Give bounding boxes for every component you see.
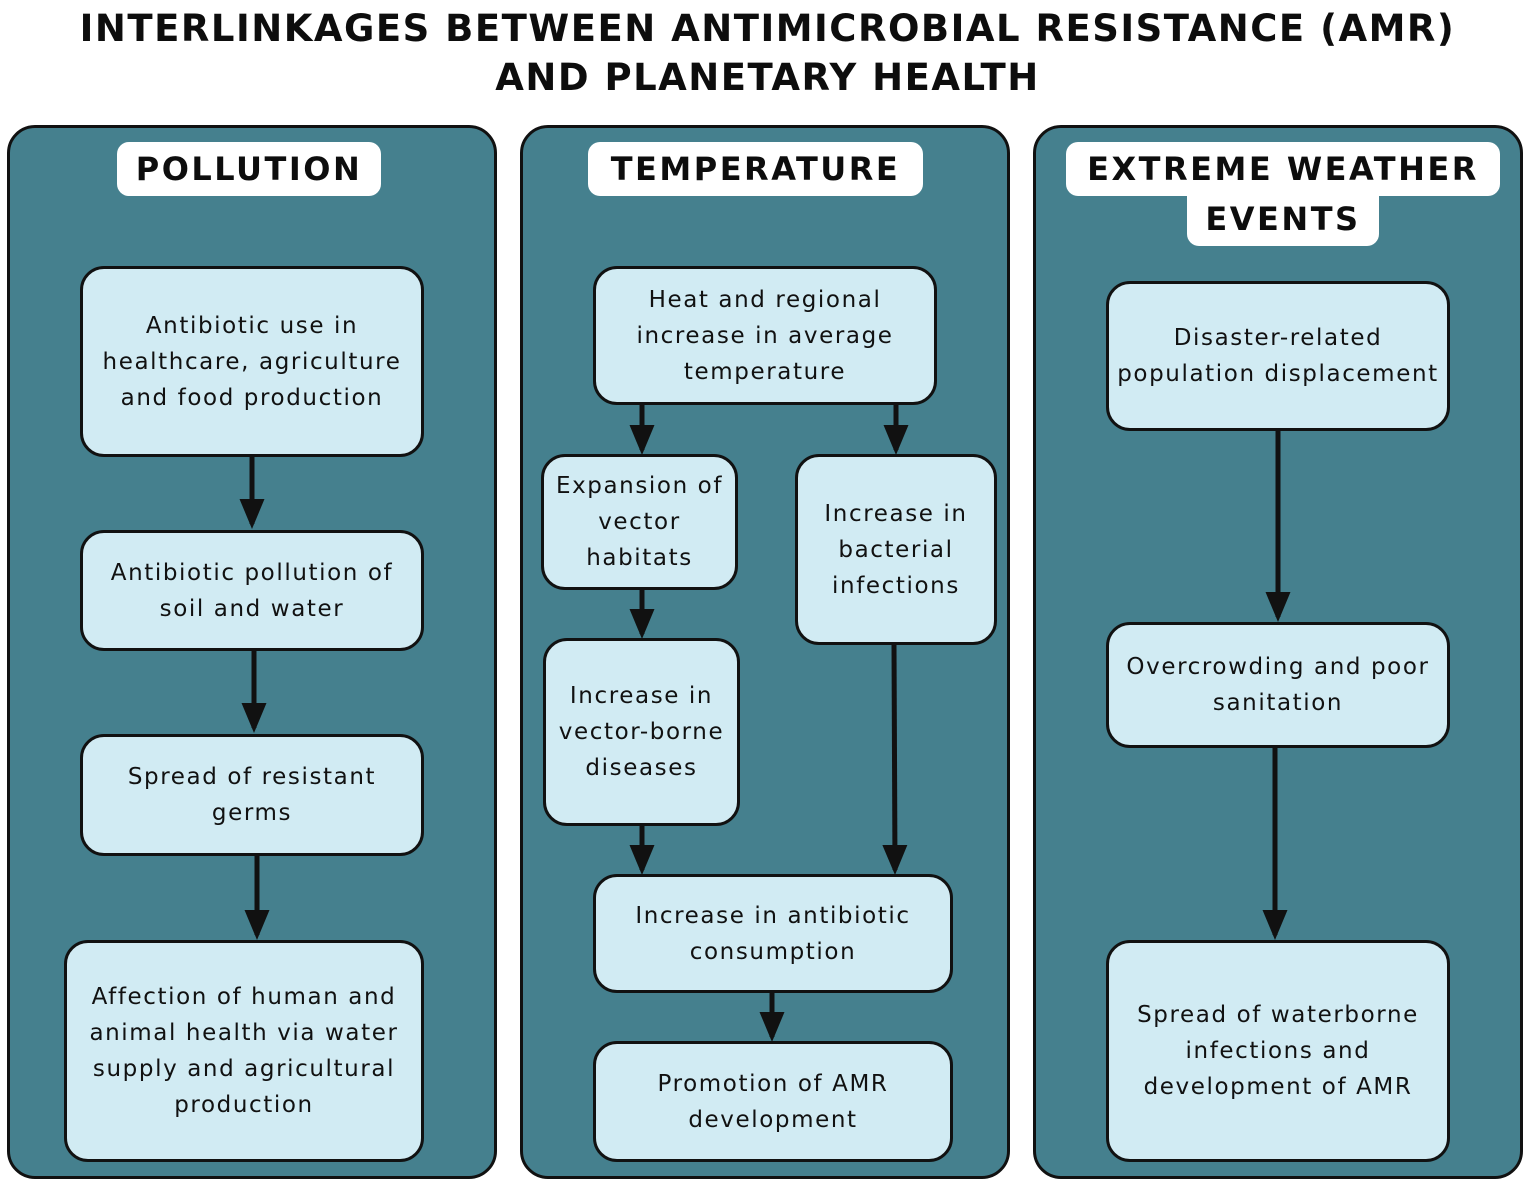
weather-box-waterborne-infections: Spread of waterborne infections and deve… (1106, 940, 1450, 1162)
extreme-weather-heading-line-1: EXTREME WEATHER (1066, 142, 1500, 196)
temperature-box-vector-habitats: Expansion of vector habitats (541, 454, 738, 590)
temperature-box-bacterial-infections: Increase in bacterial infections (795, 454, 997, 645)
extreme-weather-heading-line-2: EVENTS (1187, 188, 1379, 246)
pollution-box-antibiotic-use: Antibiotic use in healthcare, agricultur… (80, 266, 424, 457)
temperature-box-antibiotic-consumption: Increase in antibiotic consumption (593, 874, 953, 993)
arrow-temp-bacterial-to-consumption (882, 644, 908, 875)
pollution-heading: POLLUTION (117, 142, 381, 196)
diagram-title: INTERLINKAGES BETWEEN ANTIMICROBIAL RESI… (0, 4, 1535, 102)
weather-box-displacement: Disaster-related population displacement (1106, 281, 1450, 431)
title-line-2: AND PLANETARY HEALTH (495, 56, 1040, 99)
pollution-box-antibiotic-pollution: Antibiotic pollution of soil and water (80, 530, 424, 651)
temperature-box-amr-promotion: Promotion of AMR development (593, 1041, 953, 1162)
temperature-box-vector-diseases: Increase in vector-borne diseases (543, 638, 740, 826)
weather-box-overcrowding: Overcrowding and poor sanitation (1106, 622, 1450, 748)
title-line-1: INTERLINKAGES BETWEEN ANTIMICROBIAL RESI… (79, 7, 1456, 50)
temperature-box-heat: Heat and regional increase in average te… (593, 266, 937, 405)
pollution-box-health-affection: Affection of human and animal health via… (64, 940, 424, 1162)
pollution-box-resistant-germs: Spread of resistant germs (80, 734, 424, 856)
temperature-heading: TEMPERATURE (588, 142, 923, 196)
